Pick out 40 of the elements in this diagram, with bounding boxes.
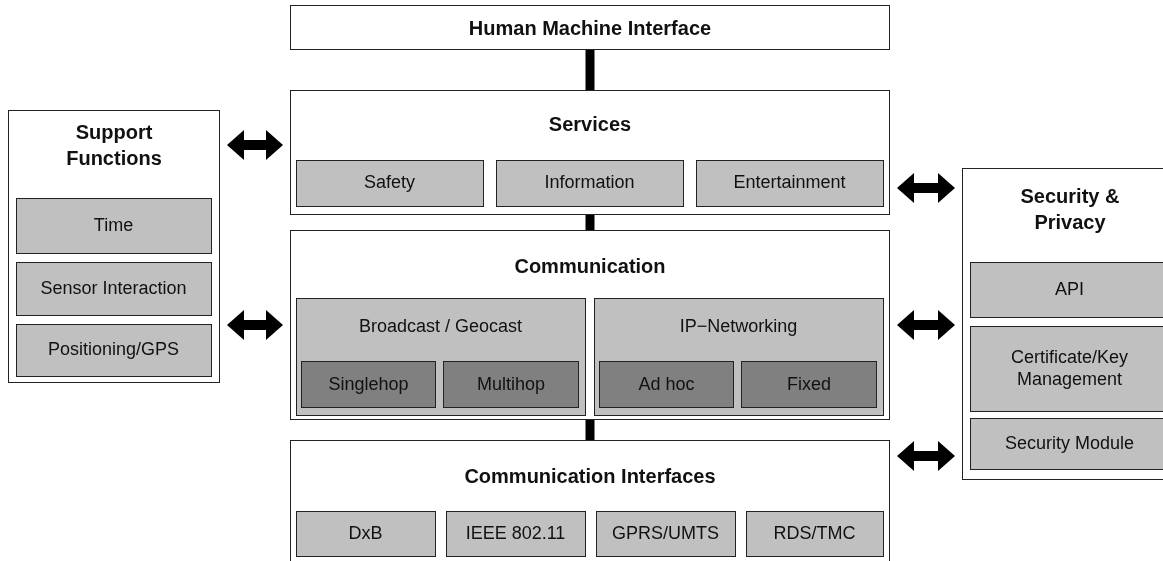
group-box <box>593 297 884 416</box>
module-box: Ad hoc <box>599 361 734 408</box>
module-box: Positioning/GPS <box>15 323 212 377</box>
module-box: Security Module <box>969 417 1163 470</box>
connector-bar <box>585 215 595 230</box>
connector-bar <box>585 420 595 440</box>
module-box: Information <box>495 159 684 207</box>
module-box: GPRS/UMTS <box>595 510 736 557</box>
box-heading: Support Functions <box>65 120 163 171</box>
module-box: Entertainment <box>695 159 884 207</box>
module-box: Human Machine Interface <box>290 5 890 50</box>
module-box: DxB <box>295 510 436 557</box>
double-arrow <box>897 173 955 203</box>
box-heading: Broadcast / Geocast <box>357 314 524 338</box>
box-heading: Security & Privacy <box>1019 184 1121 235</box>
module-box: API <box>969 261 1163 318</box>
box-heading: Communication <box>513 254 667 279</box>
module-box: Fixed <box>741 361 877 408</box>
box-heading: Services <box>547 112 633 137</box>
box-heading: IP−Networking <box>678 314 799 338</box>
connector-bar <box>585 50 595 90</box>
layer-box <box>290 230 890 420</box>
layer-box <box>962 168 1163 480</box>
double-arrow <box>227 130 283 160</box>
module-box: Time <box>15 197 212 254</box>
double-arrow <box>227 310 283 340</box>
group-box <box>295 297 586 416</box>
module-box: Multihop <box>443 361 579 408</box>
box-heading: Communication Interfaces <box>463 464 717 489</box>
module-box: Singlehop <box>301 361 436 408</box>
module-box: Sensor Interaction <box>15 261 212 316</box>
module-box: Safety <box>295 159 484 207</box>
double-arrow <box>897 310 955 340</box>
layer-box <box>290 90 890 215</box>
module-box: Certificate/Key Management <box>969 325 1163 412</box>
double-arrow <box>897 441 955 471</box>
module-box: RDS/TMC <box>745 510 884 557</box>
module-box: IEEE 802.11 <box>445 510 586 557</box>
layer-box <box>290 440 890 561</box>
layer-box <box>8 110 220 383</box>
